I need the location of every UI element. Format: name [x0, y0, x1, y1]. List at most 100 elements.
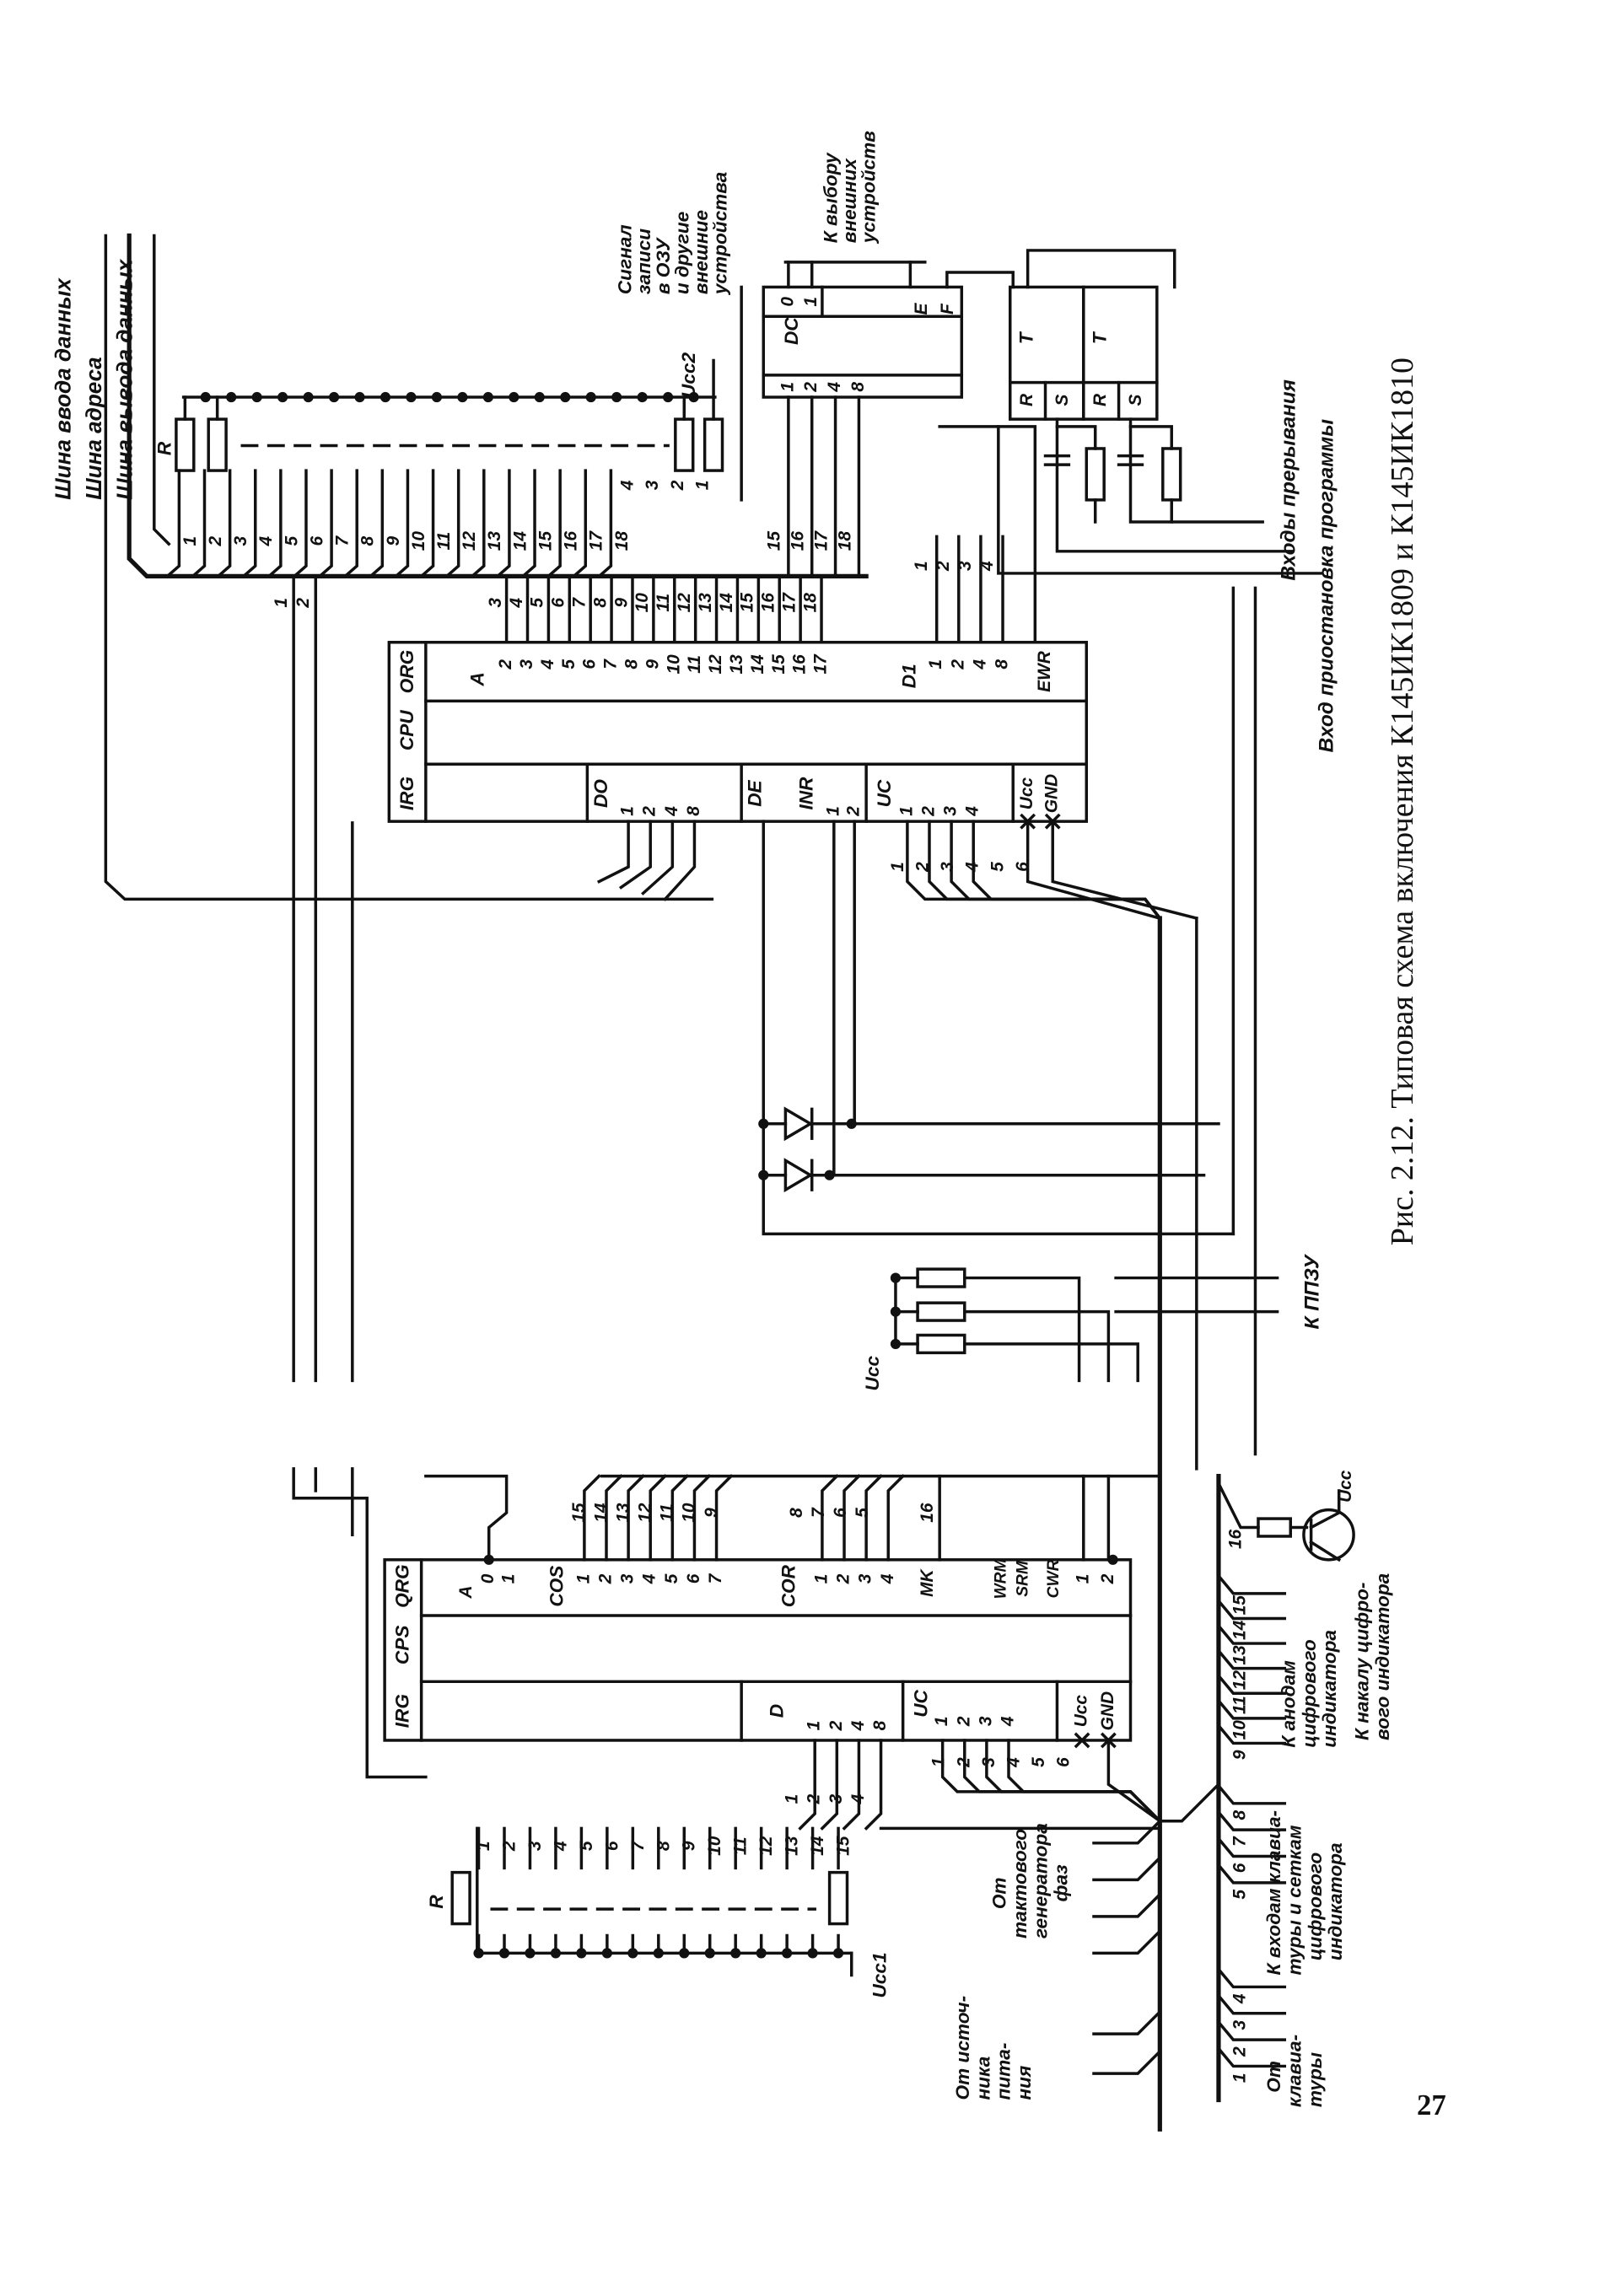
- uc-wire-number: 1: [929, 1757, 949, 1767]
- pullup-number: 11: [731, 1836, 751, 1855]
- junction-dot: [890, 1338, 902, 1350]
- clock-input-wire: [1092, 1892, 1162, 1918]
- dc-wire-number: 18: [835, 531, 854, 551]
- junction-dot: [483, 1554, 494, 1565]
- cpu-a-pin: 11: [685, 655, 704, 674]
- cpu-uc-pin: 3: [941, 806, 961, 816]
- bus-wire: [394, 469, 410, 578]
- bus-wire-number: 2: [206, 535, 225, 546]
- address-wire-number: 11: [654, 594, 673, 612]
- bus-wire-number: 4: [256, 535, 276, 546]
- junction-dot: [663, 391, 674, 403]
- label-line: внешних: [839, 158, 860, 244]
- cpu-a-pin: 2: [496, 659, 515, 670]
- cps-wrm-label: WRM: [992, 1557, 1009, 1599]
- label-line: индикатора: [1325, 1842, 1346, 1960]
- d1-wire-number: 2: [934, 561, 953, 572]
- cor-wire-number: 6: [831, 1508, 850, 1518]
- decoder-f-pin: F: [938, 303, 957, 315]
- keyboard-label: От клавиа- туры: [1263, 2030, 1326, 2108]
- junction-dot: [688, 391, 699, 403]
- cpu-name-label: CPU: [396, 710, 417, 750]
- bus-wire: [216, 469, 232, 578]
- cps-cwr-pin: 2: [1098, 1573, 1117, 1584]
- keyboard-wire: [1216, 1993, 1287, 2015]
- resistor: [450, 1870, 471, 1926]
- bus-wire: [266, 469, 283, 578]
- cor-wire: [821, 1474, 839, 1562]
- bus-wire: [520, 469, 536, 578]
- ewr-wire: [938, 425, 1037, 644]
- filament-label: К накалу цифро- вого индикатора: [1352, 1573, 1393, 1740]
- cpu-a-pin: 10: [664, 654, 683, 675]
- cpu-uc-pin: 4: [963, 806, 982, 817]
- anode-wire: [1216, 1723, 1287, 1745]
- address-wire-number: 6: [549, 598, 568, 608]
- cpu-d1-pin: 4: [970, 659, 989, 670]
- diode: [783, 1158, 814, 1193]
- d1-wire-number: 4: [977, 561, 997, 572]
- decoder-input-pin: 8: [848, 382, 868, 392]
- clock-generator-label: От тактового генератора фаз: [989, 1818, 1072, 1938]
- mk-wire-number: 16: [918, 1503, 937, 1523]
- resistor-label: R: [154, 441, 175, 455]
- trigger-2-label: T: [1090, 331, 1111, 344]
- power-input-wire: [1092, 2049, 1162, 2075]
- ucc2-label: Ucc2: [678, 352, 699, 398]
- cos-wire: [670, 1474, 690, 1562]
- resistor: [916, 1301, 966, 1322]
- cpu-a-pin: 14: [748, 654, 767, 675]
- cps-cos-pin: 5: [662, 1573, 681, 1584]
- data-wire: [798, 1739, 816, 1831]
- keyboard-number: 1: [1230, 2073, 1250, 2084]
- trigger-2-s-pin: S: [1126, 394, 1145, 406]
- label-line: ника: [972, 2057, 993, 2100]
- cpu-a-pin: 12: [706, 654, 725, 675]
- cps-cor-pin: 3: [856, 1573, 875, 1584]
- anode-wire: [1216, 1698, 1287, 1720]
- data-out-wire: [618, 820, 652, 890]
- anode-number: 15: [1230, 1595, 1250, 1616]
- ppzu-label: К ППЗУ: [1300, 1253, 1323, 1330]
- write-signal-label: Сигнал записи в ОЗУ и другие внешние уст…: [615, 172, 731, 295]
- label-line: внешние: [691, 210, 712, 294]
- label-line: устройств: [859, 131, 880, 244]
- anode-wire: [1216, 1648, 1287, 1670]
- cpu-inr-pin: 2: [844, 806, 864, 817]
- cps-cor-label: COR: [778, 1564, 799, 1607]
- bus-wire: [546, 469, 562, 578]
- cos-wire-number: 10: [680, 1503, 699, 1523]
- address-wire: [424, 1474, 509, 1562]
- interrupt-line: [1055, 417, 1294, 553]
- keyboard-number: 4: [1230, 1993, 1250, 2004]
- cpu-uc-pin: 1: [896, 806, 916, 816]
- cps-d-pin: 2: [826, 1720, 846, 1731]
- bus-label-address: Шина адреса: [81, 357, 106, 500]
- cos-wire-number: 15: [569, 1503, 589, 1523]
- cpu-do-pin: 8: [684, 806, 703, 816]
- wire: [292, 1467, 428, 1779]
- label-line: и другие: [671, 212, 692, 294]
- anode-number: 11: [1230, 1696, 1250, 1714]
- bus-label-data-out: Шина вывода данных: [112, 258, 137, 500]
- wire: [1051, 820, 1198, 921]
- uc-wire-number: 2: [954, 1757, 973, 1768]
- cross-mark: [1074, 1732, 1090, 1749]
- cps-cor-pin: 2: [834, 1573, 853, 1584]
- pullup-number: 2: [499, 1841, 519, 1852]
- grid-number: 8: [1230, 1810, 1250, 1820]
- pullup-number: 1: [692, 481, 712, 491]
- cps-cos-pin: 4: [640, 1573, 659, 1584]
- bus-wire-number: 14: [510, 531, 530, 551]
- label-line: От: [1263, 2061, 1284, 2093]
- cps-uc-pin: 4: [999, 1716, 1018, 1727]
- clock-input-wire: [1092, 1855, 1162, 1882]
- anode-number: 10: [1230, 1720, 1250, 1740]
- cor-wire-number: 8: [787, 1508, 806, 1518]
- label-line: цифрового: [1305, 1852, 1326, 1961]
- cos-wire-number: 14: [591, 1503, 611, 1523]
- pullup-number: 2: [668, 480, 687, 491]
- cpu-gnd-label: GND: [1042, 774, 1062, 813]
- interrupt-label: Входы прерывания: [1277, 379, 1300, 581]
- bus-wire-number: 15: [536, 531, 555, 551]
